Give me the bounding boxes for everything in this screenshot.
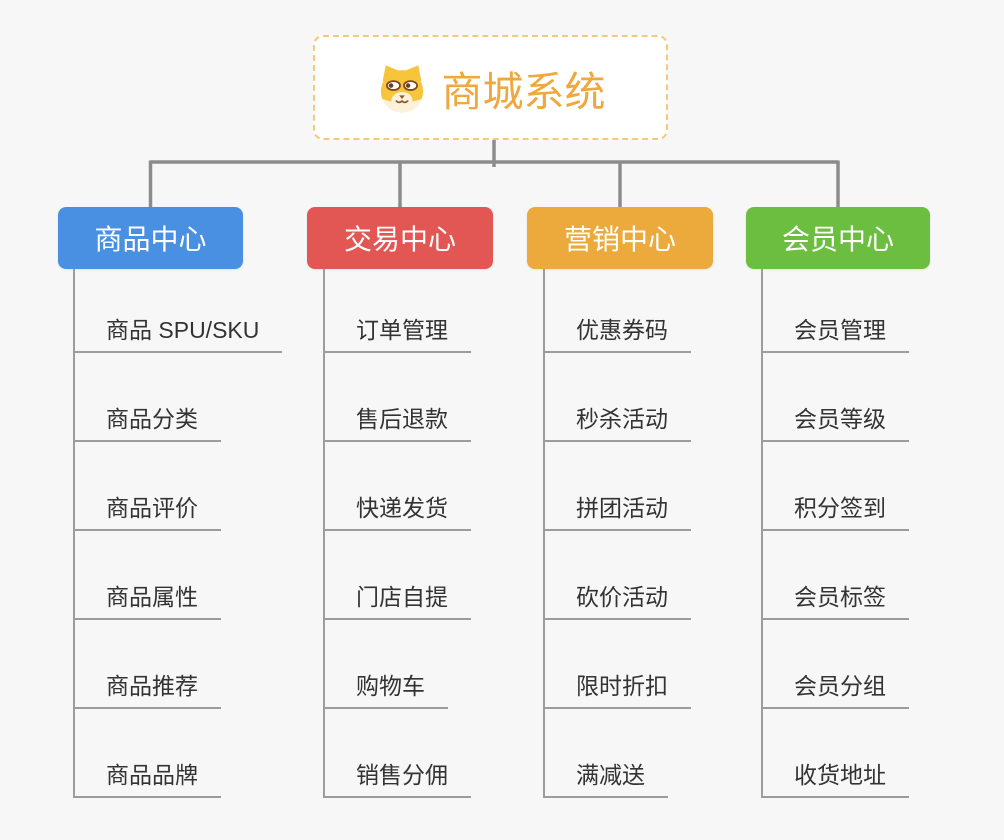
- leaf-topic: 商品分类: [73, 353, 282, 442]
- leaf-topic-label[interactable]: 商品评价: [73, 489, 221, 531]
- leaf-topic-label[interactable]: 收货地址: [761, 756, 909, 798]
- leaf-topic: 商品评价: [73, 442, 282, 531]
- leaf-topic: 商品品牌: [73, 709, 282, 798]
- leaf-topic: 快递发货: [323, 442, 471, 531]
- leaf-topic: 商品推荐: [73, 620, 282, 709]
- leaf-topic-label[interactable]: 满减送: [543, 756, 668, 798]
- leaf-topic: 门店自提: [323, 531, 471, 620]
- leaf-topic: 商品 SPU/SKU: [73, 269, 283, 353]
- leaf-topic-label[interactable]: 商品 SPU/SKU: [73, 311, 283, 353]
- leaf-topic-label[interactable]: 商品推荐: [73, 667, 221, 709]
- leaf-topic-label[interactable]: 积分签到: [761, 489, 909, 531]
- branch-product-center-label: 商品中心: [94, 224, 207, 255]
- dog-face-icon: [376, 62, 428, 114]
- branch-member-children: 会员管理 会员等级 积分签到 会员标签 会员分组 收货地址: [761, 269, 909, 798]
- leaf-topic-label[interactable]: 订单管理: [323, 311, 471, 353]
- leaf-topic-label[interactable]: 砍价活动: [543, 578, 691, 620]
- root-topic-label: 商城系统: [441, 68, 606, 115]
- leaf-topic-label[interactable]: 门店自提: [323, 578, 471, 620]
- leaf-topic: 积分签到: [761, 442, 909, 531]
- leaf-topic-label[interactable]: 会员分组: [761, 667, 909, 709]
- leaf-topic: 会员分组: [761, 620, 909, 709]
- leaf-topic-label[interactable]: 商品分类: [73, 400, 221, 442]
- branch-marketing-children: 优惠券码 秒杀活动 拼团活动 砍价活动 限时折扣 满减送: [543, 269, 691, 798]
- branch-product-children: 商品 SPU/SKU 商品分类 商品评价 商品属性 商品推荐 商品品牌: [73, 269, 283, 798]
- leaf-topic-label[interactable]: 会员标签: [761, 578, 909, 620]
- leaf-topic-label[interactable]: 优惠券码: [543, 311, 691, 353]
- branch-marketing-center-label: 营销中心: [563, 224, 676, 255]
- leaf-topic-label[interactable]: 会员管理: [761, 311, 909, 353]
- leaf-topic: 收货地址: [761, 709, 909, 798]
- leaf-topic: 会员管理: [761, 269, 909, 353]
- leaf-topic: 优惠券码: [543, 269, 691, 353]
- branch-trade-children: 订单管理 售后退款 快递发货 门店自提 购物车 销售分佣: [323, 269, 471, 798]
- leaf-topic-label[interactable]: 销售分佣: [323, 756, 471, 798]
- leaf-topic: 销售分佣: [323, 709, 471, 798]
- root-topic[interactable]: 商城系统: [313, 35, 668, 140]
- leaf-topic: 商品属性: [73, 531, 282, 620]
- leaf-topic-label[interactable]: 快递发货: [323, 489, 471, 531]
- leaf-topic: 限时折扣: [543, 620, 691, 709]
- leaf-topic: 满减送: [543, 709, 691, 798]
- leaf-topic-label[interactable]: 商品属性: [73, 578, 221, 620]
- leaf-topic-label[interactable]: 售后退款: [323, 400, 471, 442]
- leaf-topic: 售后退款: [323, 353, 471, 442]
- leaf-topic: 拼团活动: [543, 442, 691, 531]
- leaf-topic: 砍价活动: [543, 531, 691, 620]
- leaf-topic: 秒杀活动: [543, 353, 691, 442]
- leaf-topic-label[interactable]: 购物车: [323, 667, 448, 709]
- leaf-topic: 会员标签: [761, 531, 909, 620]
- branch-member-center-label: 会员中心: [781, 224, 894, 255]
- branch-trade-center-label: 交易中心: [343, 224, 456, 255]
- leaf-topic-label[interactable]: 会员等级: [761, 400, 909, 442]
- leaf-topic-label[interactable]: 限时折扣: [543, 667, 691, 709]
- branch-product-center[interactable]: 商品中心: [58, 207, 243, 269]
- leaf-topic-label[interactable]: 拼团活动: [543, 489, 691, 531]
- leaf-topic-label[interactable]: 商品品牌: [73, 756, 221, 798]
- branch-marketing-center[interactable]: 营销中心: [527, 207, 713, 269]
- leaf-topic: 订单管理: [323, 269, 471, 353]
- branch-member-center[interactable]: 会员中心: [746, 207, 930, 269]
- leaf-topic-label[interactable]: 秒杀活动: [543, 400, 691, 442]
- branch-trade-center[interactable]: 交易中心: [307, 207, 493, 269]
- leaf-topic: 会员等级: [761, 353, 909, 442]
- leaf-topic: 购物车: [323, 620, 471, 709]
